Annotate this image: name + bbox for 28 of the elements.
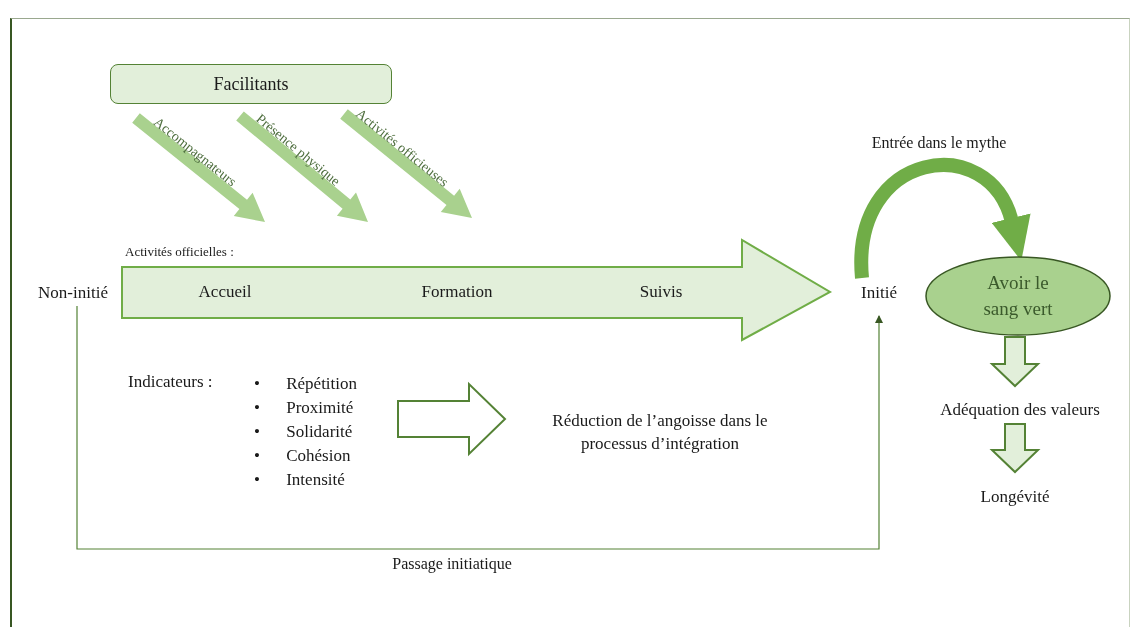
block-arrow [989,336,1041,388]
bullet-item: • Intensité [254,469,346,491]
ellipse-label: Avoir le sang vert [982,271,1054,321]
connector-line [76,305,883,550]
block-arrow [132,113,265,222]
stage-label: Accueil [198,282,252,302]
block-arrow [340,109,472,218]
curved-arrow [855,158,1030,278]
stage-label: Formation [421,282,493,302]
edge-label: Entrée dans le mythe [870,134,1008,152]
state-label: Initié [861,283,897,303]
bullet-item: • Répétition [254,373,358,395]
bullet-item: • Proximité [254,397,355,419]
state-label: Longévité [980,487,1050,507]
rounded-box [110,64,392,104]
box-label: Facilitants [213,73,289,95]
arrow-heading: Activités officielles : [125,244,234,260]
state-label: Adéquation des valeurs [940,400,1100,420]
state-label: Non-initié [38,283,108,303]
block-arrow [236,111,368,222]
block-arrow [989,423,1041,474]
bullet-item: • Cohésion [254,445,352,467]
block-arrow [397,381,507,457]
stage-label: Suivis [639,282,683,302]
edge-label: Passage initiatique [391,555,513,573]
bullet-item: • Solidarité [254,421,354,443]
result-text: Réduction de l’angoisse dans le processus d’intégration [551,410,769,455]
list-heading: Indicateurs : [128,372,213,392]
